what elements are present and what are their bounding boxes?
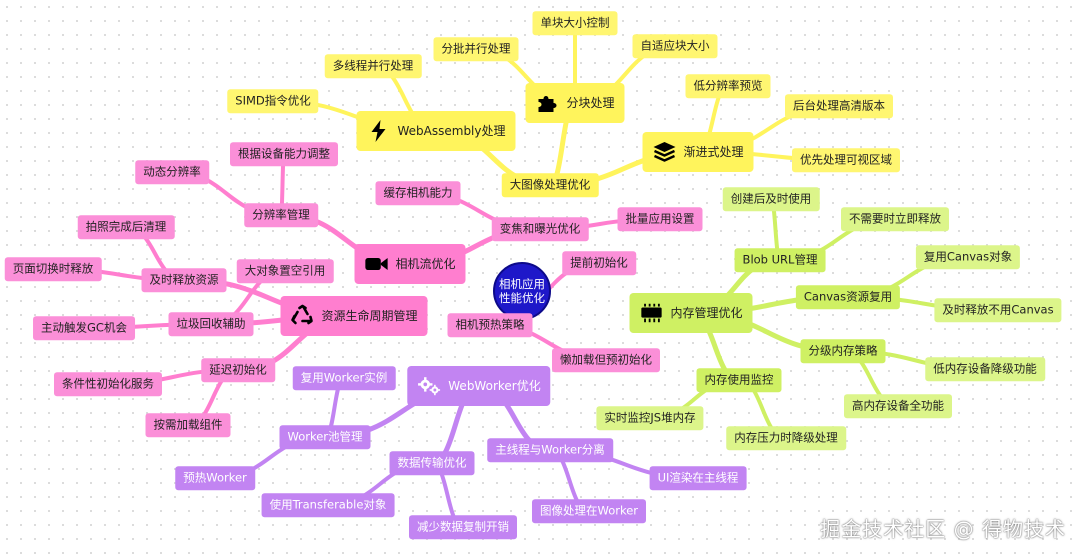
node-release-immediately[interactable]: 不需要时立即释放 — [841, 207, 949, 231]
node-webworker[interactable]: WebWorker优化 — [407, 366, 551, 406]
node-camera-stream[interactable]: 相机流优化 — [354, 244, 466, 284]
node-data-transfer[interactable]: 数据传输优化 — [389, 451, 475, 475]
node-js-heap[interactable]: 实时监控JS堆内存 — [596, 406, 704, 430]
node-cleanup-after-photo[interactable]: 拍照完成后清理 — [77, 215, 175, 239]
node-prewarm-worker[interactable]: 预热Worker — [175, 466, 255, 490]
node-ui-main-thread[interactable]: UI渲染在主线程 — [649, 466, 747, 490]
node-high-mem-full[interactable]: 高内存设备全功能 — [844, 394, 952, 418]
node-release-on-switch[interactable]: 页面切换时释放 — [4, 257, 102, 281]
memory-chip-icon — [639, 302, 663, 324]
node-tiling[interactable]: 分块处理 — [525, 83, 625, 123]
webassembly-label: WebAssembly处理 — [397, 124, 506, 138]
node-multithread[interactable]: 多线程并行处理 — [324, 54, 422, 78]
node-low-res-preview[interactable]: 低分辨率预览 — [685, 74, 771, 98]
node-load-on-demand[interactable]: 按需加载组件 — [145, 413, 231, 437]
node-batch-parallel[interactable]: 分批并行处理 — [433, 37, 519, 61]
node-block-size[interactable]: 单块大小控制 — [532, 11, 618, 35]
node-release-resources[interactable]: 及时释放资源 — [141, 268, 227, 292]
node-webassembly[interactable]: WebAssembly处理 — [356, 111, 516, 151]
gears-icon — [417, 375, 441, 397]
root-label-line2: 性能优化 — [499, 291, 545, 305]
node-tiered-memory[interactable]: 分级内存策略 — [800, 339, 886, 363]
node-memory[interactable]: 内存管理优化 — [629, 293, 753, 333]
node-gc-assist[interactable]: 垃圾回收辅助 — [168, 312, 254, 336]
root-label-line1: 相机应用 — [499, 276, 545, 291]
node-dynamic-resolution[interactable]: 动态分辨率 — [135, 160, 209, 184]
node-device-capability[interactable]: 根据设备能力调整 — [230, 142, 338, 166]
recycle-icon — [290, 304, 314, 327]
tiling-label: 分块处理 — [566, 96, 615, 110]
node-prewarm[interactable]: 相机预热策略 — [447, 313, 533, 337]
puzzle-piece-icon — [535, 92, 559, 114]
lightning-bolt-icon — [366, 120, 390, 142]
node-cache-camera[interactable]: 缓存相机能力 — [375, 181, 461, 205]
memory-label: 内存管理优化 — [670, 306, 743, 320]
node-blob-url[interactable]: Blob URL管理 — [734, 248, 826, 272]
node-early-init[interactable]: 提前初始化 — [562, 251, 636, 275]
node-visible-area[interactable]: 优先处理可视区域 — [792, 148, 900, 172]
node-adaptive-block[interactable]: 自适应块大小 — [632, 34, 718, 58]
webworker-label: WebWorker优化 — [448, 379, 541, 393]
camera-stream-label: 相机流优化 — [395, 257, 456, 271]
node-batch-settings[interactable]: 批量应用设置 — [617, 207, 703, 231]
video-camera-icon — [364, 253, 388, 275]
node-image-in-worker[interactable]: 图像处理在Worker — [531, 499, 647, 523]
node-progressive[interactable]: 渐进式处理 — [642, 132, 754, 172]
node-lazy-preinit[interactable]: 懒加载但预初始化 — [552, 348, 660, 372]
lifecycle-label: 资源生命周期管理 — [321, 309, 418, 323]
node-trigger-gc[interactable]: 主动触发GC机会 — [33, 316, 135, 340]
node-simd[interactable]: SIMD指令优化 — [227, 89, 319, 113]
node-lifecycle[interactable]: 资源生命周期管理 — [280, 296, 428, 336]
watermark: 掘金技术社区 @ 得物技术 — [820, 517, 1066, 541]
progressive-label: 渐进式处理 — [683, 145, 744, 159]
node-worker-pool[interactable]: Worker池管理 — [279, 425, 371, 449]
node-pressure-degrade[interactable]: 内存压力时降级处理 — [726, 426, 846, 450]
node-transferable[interactable]: 使用Transferable对象 — [261, 493, 395, 517]
node-reuse-canvas[interactable]: 复用Canvas对象 — [915, 245, 1021, 269]
node-reuse-worker[interactable]: 复用Worker实例 — [292, 366, 396, 390]
root-node[interactable]: 相机应用 性能优化 — [493, 262, 551, 320]
node-big-image[interactable]: 大图像处理优化 — [501, 173, 599, 197]
node-background-hd[interactable]: 后台处理高清版本 — [785, 94, 893, 118]
node-canvas-reuse[interactable]: Canvas资源复用 — [795, 285, 901, 309]
node-conditional-init[interactable]: 条件性初始化服务 — [54, 372, 162, 396]
node-low-mem-degrade[interactable]: 低内存设备降级功能 — [925, 357, 1045, 381]
node-lazy-init[interactable]: 延迟初始化 — [201, 358, 275, 382]
node-release-canvas[interactable]: 及时释放不用Canvas — [934, 298, 1062, 322]
node-null-references[interactable]: 大对象置空引用 — [236, 259, 334, 283]
node-zoom-exposure[interactable]: 变焦和曝光优化 — [491, 217, 589, 241]
layers-stack-icon — [652, 141, 676, 163]
node-use-promptly[interactable]: 创建后及时使用 — [722, 187, 820, 211]
node-memory-monitor[interactable]: 内存使用监控 — [696, 368, 782, 392]
node-reduce-copy[interactable]: 减少数据复制开销 — [409, 515, 517, 539]
node-thread-split[interactable]: 主线程与Worker分离 — [487, 438, 613, 462]
node-resolution[interactable]: 分辨率管理 — [244, 203, 318, 227]
